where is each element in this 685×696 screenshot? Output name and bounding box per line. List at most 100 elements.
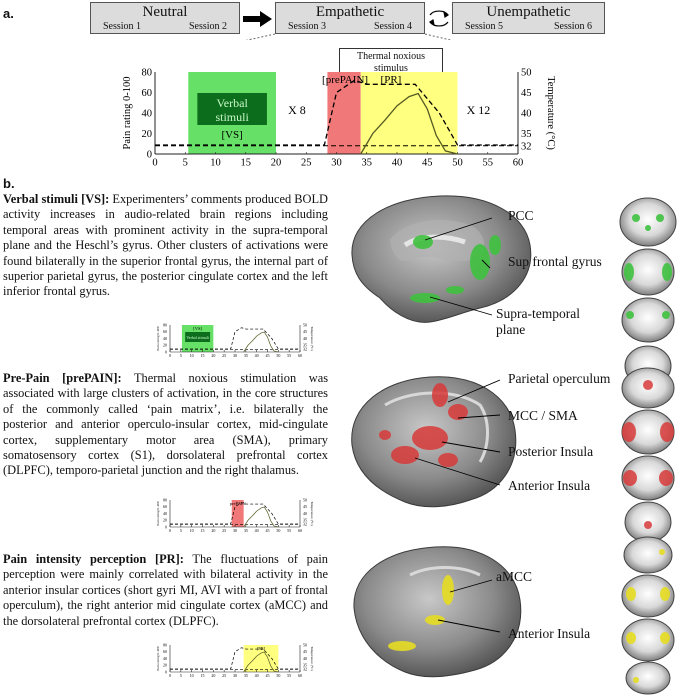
- x-tick-label: 5: [183, 158, 188, 169]
- x-tick-label: 45: [266, 673, 270, 678]
- pp-description: Pre-Pain [prePAIN]: Thermal noxious stim…: [3, 371, 328, 479]
- y-left-tick-label: 40: [163, 511, 167, 516]
- x-tick-label: 20: [211, 353, 215, 358]
- x-tick-label: 55: [287, 528, 291, 533]
- y-left-tick-label: 0: [147, 150, 152, 161]
- pr-description: Pain intensity perception [PR]: The fluc…: [3, 552, 328, 629]
- cycle-arrows-icon: [428, 10, 450, 27]
- axial-slices-pr: [621, 536, 675, 695]
- y-left-tick-label: 40: [163, 656, 167, 661]
- label-mcc-sma: MCC / SMA: [508, 408, 578, 423]
- x-tick-label: 35: [244, 528, 248, 533]
- temperature-series-line: [155, 79, 518, 146]
- brain-vs-medial-view: [351, 195, 532, 323]
- brain-prepain-lateral-view: [351, 376, 517, 508]
- y-right-tick-label: 35: [521, 129, 532, 140]
- label-sup-frontal-gyrus: Sup frontal gyrus: [508, 254, 602, 269]
- y-left-tick-label: 20: [142, 129, 153, 140]
- pr-text: The fluctuations of pain perception were…: [3, 552, 328, 628]
- zoom-line-left: [245, 33, 276, 40]
- y-left-tick-label: 60: [163, 649, 167, 654]
- x-tick-label: 45: [422, 158, 433, 169]
- pr-region-label: [PR]: [381, 74, 402, 86]
- mini-region-label: [VS]: [193, 326, 202, 331]
- y-right-tick-label: 50: [303, 642, 307, 647]
- label-parietal-operculum: Parietal operculum: [508, 371, 611, 386]
- x-tick-label: 30: [233, 528, 237, 533]
- y-right-tick-label: 40: [303, 656, 307, 661]
- x-tick-label: 40: [255, 528, 259, 533]
- label-amcc: aMCC: [496, 569, 533, 584]
- label-supra-temporal-plane: Supra-temporal plane: [496, 306, 580, 337]
- x-tick-label: 45: [266, 353, 270, 358]
- y-left-tick-label: 20: [163, 663, 167, 668]
- pain-rating-series-line: [243, 331, 279, 353]
- session-title: Unempathetic: [486, 4, 571, 20]
- y-right-tick-label: 35: [303, 518, 307, 523]
- x-tick-label: 60: [298, 673, 302, 678]
- x-tick-label: 25: [222, 528, 226, 533]
- mini-region-label: [PR]: [257, 646, 266, 651]
- pr-heading: Pain intensity perception [PR]:: [3, 552, 184, 566]
- verbal-stimuli-text: stimuli: [215, 110, 249, 124]
- pp-text: Thermal noxious stimulation was associat…: [3, 371, 329, 478]
- y-axis-left-label: Pain rating 0-100: [156, 646, 160, 671]
- mini-verbal-box: [185, 332, 211, 342]
- x-tick-label: 10: [190, 353, 194, 358]
- verbal-stimuli-box: [197, 93, 267, 125]
- y-axis-right-label: Temperature (°C): [310, 326, 314, 351]
- y-right-tick-label: 40: [303, 511, 307, 516]
- x-tick-label: 0: [169, 528, 171, 533]
- session-label: Session 6: [553, 21, 592, 32]
- x-tick-label: 10: [210, 158, 221, 169]
- temperature-series-line: [170, 647, 300, 670]
- vs-heading: Verbal stimuli [VS]:: [3, 192, 110, 206]
- x-tick-label: 0: [169, 673, 171, 678]
- y-right-tick-label: 35: [303, 343, 307, 348]
- x-tick-label: 5: [180, 528, 182, 533]
- brain-figures: [351, 195, 677, 695]
- y-left-tick-label: 40: [163, 336, 167, 341]
- y-axis-right-label: Temperature (°C): [545, 76, 556, 150]
- mini-region-label: prePAIN: [230, 501, 247, 506]
- session-label: Session 3: [288, 21, 327, 32]
- session-block-neutral: Neutral Session 1 Session 2: [90, 2, 240, 34]
- y-left-tick-label: 0: [165, 524, 167, 529]
- y-axis-left-label: Pain rating 0-100: [156, 326, 160, 351]
- pain-rating-series-line: [243, 506, 279, 528]
- session-label: Session 2: [188, 21, 227, 32]
- y-right-tick-label: 50: [303, 322, 307, 327]
- x-tick-label: 40: [255, 673, 259, 678]
- session-label: Session 1: [103, 21, 142, 32]
- pp-heading: Pre-Pain [prePAIN]:: [3, 371, 122, 385]
- prepain-region-label: [prePAIN]: [322, 74, 368, 86]
- brain-pr-lateral-view: [353, 546, 522, 678]
- x-tick-label: 0: [152, 158, 157, 169]
- x-tick-label: 15: [201, 353, 205, 358]
- y-right-tick-label: 32: [521, 141, 532, 152]
- shaded-region-2: [360, 72, 458, 154]
- x-tick-label: 55: [287, 353, 291, 358]
- x-tick-label: 5: [180, 353, 182, 358]
- y-right-tick-label: 50: [521, 68, 532, 79]
- y-right-tick-label: 40: [521, 109, 532, 120]
- vs-region-label: [VS]: [221, 129, 242, 141]
- session-connectors: [243, 10, 453, 40]
- arrow-right-icon: [243, 11, 272, 27]
- y-axis-right-label: Temperature (°C): [310, 646, 314, 671]
- y-right-tick-label: 45: [521, 88, 532, 99]
- session-label: Session 5: [465, 21, 504, 32]
- x-tick-label: 35: [244, 353, 248, 358]
- x-tick-label: 20: [211, 528, 215, 533]
- x-tick-label: 50: [452, 158, 463, 169]
- axial-slices-prepain: [621, 367, 675, 543]
- x-tick-label: 50: [276, 528, 280, 533]
- shaded-region-2: [243, 645, 279, 672]
- y-right-tick-label: 40: [303, 336, 307, 341]
- y-right-tick-label: 32: [303, 667, 307, 672]
- zoom-line-right: [424, 33, 453, 40]
- repeat-count-left: X 8: [288, 103, 306, 117]
- thermal-stimulus-box: Thermal noxious stimulus: [339, 48, 443, 76]
- x-tick-label: 35: [244, 673, 248, 678]
